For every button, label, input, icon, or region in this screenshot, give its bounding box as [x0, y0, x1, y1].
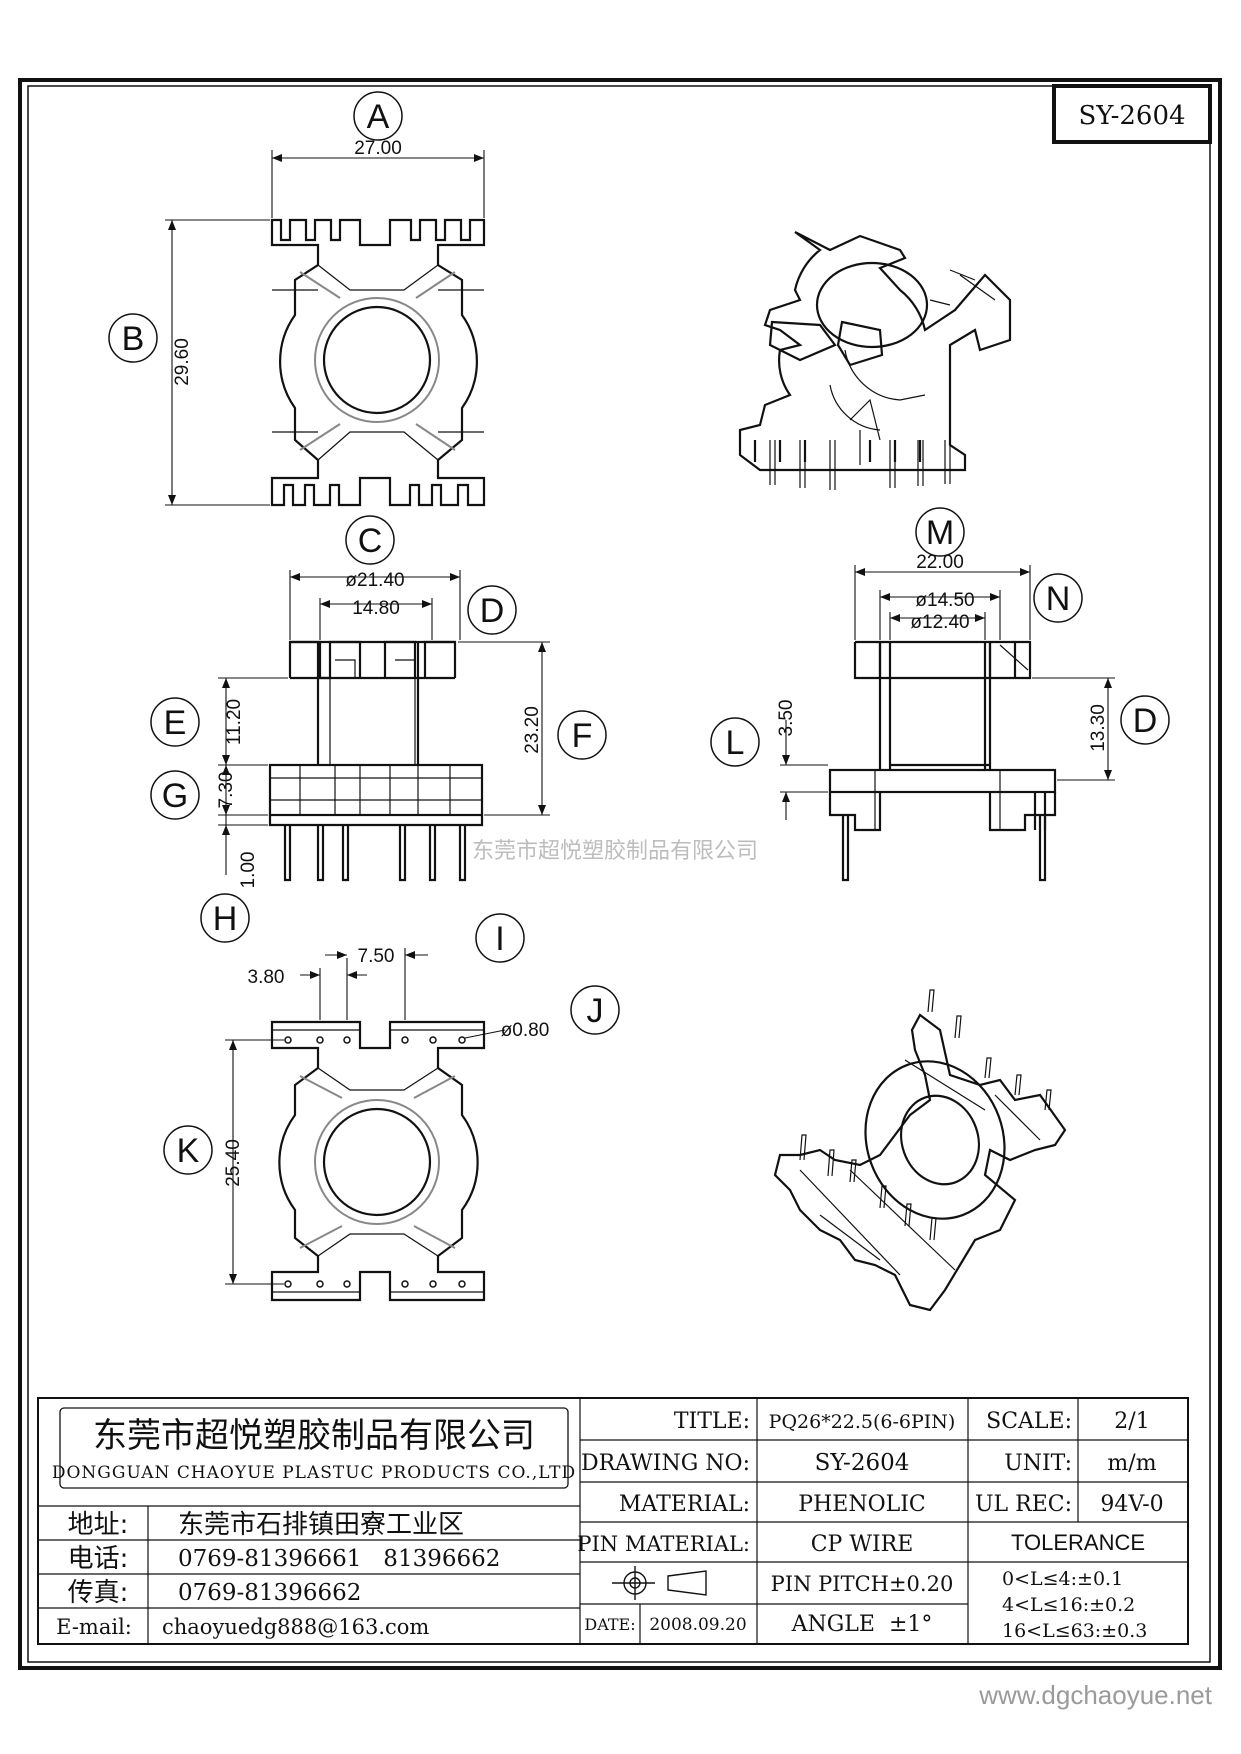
dim-n1-value: ø14.50 [915, 590, 974, 611]
callout-m: M [926, 514, 954, 552]
dim-m-value: 22.00 [916, 552, 964, 573]
drawing-id: SY-2604 [1078, 101, 1185, 131]
dim-a: 27.00 A [271, 91, 485, 218]
title-value: PQ26*22.5(6-6PIN) [769, 1411, 956, 1433]
callout-e: E [164, 704, 187, 742]
ul-label: UL REC: [975, 1492, 1072, 1517]
callout-a: A [367, 98, 390, 136]
callout-g: G [162, 777, 188, 815]
dim-j: ø0.80 J [464, 985, 620, 1041]
dim-o-value: 13.30 [1088, 704, 1109, 752]
scale-value: 2/1 [1114, 1409, 1149, 1434]
dim-g-value: 7.30 [216, 772, 237, 809]
email-label: E-mail: [56, 1615, 132, 1639]
dim-k-value: 25.40 [223, 1139, 244, 1187]
callout-b: B [122, 320, 145, 358]
dim-c-value: ø21.40 [345, 570, 404, 591]
dim-f: 23.20 F [458, 641, 607, 816]
unit-label: UNIT: [1004, 1451, 1072, 1476]
callout-f: F [572, 717, 593, 755]
dim-n2-value: ø12.40 [910, 612, 969, 633]
projection-symbol-icon [612, 1566, 707, 1600]
material-label: MATERIAL: [619, 1492, 750, 1517]
material-value: PHENOLIC [798, 1492, 925, 1517]
phone-label: 电话: [68, 1544, 129, 1574]
dim-m: 22.00 M [854, 507, 1031, 640]
callout-o: D [1133, 702, 1158, 740]
dim-d: 14.80 D [319, 585, 517, 640]
company-name-en: DONGGUAN CHAOYUE PLASTUC PRODUCTS CO.,LT… [52, 1463, 576, 1483]
pin-material-label: PIN MATERIAL: [577, 1532, 750, 1556]
scale-label: SCALE: [986, 1409, 1072, 1434]
date-value: 2008.09.20 [649, 1615, 746, 1635]
isometric-view-bottom [773, 989, 1067, 1312]
dim-c: ø21.40 C [289, 515, 461, 640]
outer-frame [18, 78, 1222, 1670]
address-label: 地址: [68, 1510, 129, 1540]
dim-i-right-value: 7.50 [358, 946, 395, 967]
dim-j-value: ø0.80 [501, 1020, 550, 1041]
email-value: chaoyuedg888@163.com [162, 1615, 429, 1639]
dim-e-value: 11.20 [224, 699, 245, 745]
watermark: 东莞市超悦塑胶制品有限公司 [472, 838, 758, 863]
dim-a-value: 27.00 [354, 138, 402, 159]
dim-l: 3.50 L [710, 700, 828, 820]
dim-h: 1.00 H [200, 815, 268, 943]
fax-value: 0769-81396662 [178, 1580, 361, 1606]
dim-g: 7.30 G [150, 765, 268, 820]
drawing-no-label: DRAWING NO: [581, 1451, 750, 1476]
callout-n: N [1046, 580, 1071, 618]
inner-frame [27, 85, 1211, 1663]
isometric-view-top [738, 231, 1012, 490]
angle: ANGLE ±1° [791, 1612, 933, 1637]
dim-o: 13.30 D [1032, 677, 1170, 781]
title-label: TITLE: [674, 1409, 750, 1434]
dim-i-left-value: 3.80 [248, 967, 285, 988]
callout-d: D [480, 592, 505, 630]
bottom-view [270, 1020, 486, 1302]
title-block: 东莞市超悦塑胶制品有限公司 DONGGUAN CHAOYUE PLASTUC P… [37, 1397, 1189, 1645]
date-label: DATE: [584, 1615, 635, 1634]
drawing-no-value: SY-2604 [815, 1450, 910, 1476]
pin-material-value: CP WIRE [811, 1532, 914, 1557]
dim-b: 29.60 B [108, 219, 270, 506]
dim-e: 11.20 E [150, 677, 288, 766]
address-value: 东莞市石排镇田寮工业区 [178, 1510, 464, 1540]
drawing-id-box [1052, 84, 1212, 144]
phone-value: 0769-81396661 81396662 [178, 1546, 500, 1572]
dim-n: ø14.50 ø12.40 N [879, 573, 1083, 640]
tolerance-3: 16<L≤63:±0.3 [1002, 1620, 1147, 1642]
right-side-view [828, 640, 1057, 882]
fax-label: 传真: [68, 1578, 129, 1608]
company-name-cn: 东莞市超悦塑胶制品有限公司 [93, 1416, 535, 1456]
dim-l-value: 3.50 [776, 700, 797, 737]
dim-d-value: 14.80 [352, 598, 400, 619]
dim-i: 3.80 7.50 I [248, 913, 525, 1020]
dim-k: 25.40 K [163, 1039, 284, 1285]
tolerance-2: 4<L≤16:±0.2 [1002, 1594, 1135, 1616]
callout-l: L [726, 724, 745, 762]
tolerance-label: TOLERANCE [1011, 1530, 1145, 1555]
unit-value: m/m [1107, 1451, 1156, 1476]
callout-h: H [213, 900, 238, 938]
side-view [268, 640, 484, 882]
tolerance-1: 0<L≤4:±0.1 [1002, 1568, 1123, 1590]
dim-h-value: 1.00 [238, 852, 259, 889]
pin-pitch: PIN PITCH±0.20 [771, 1572, 954, 1596]
top-view [270, 218, 486, 507]
dim-b-value: 29.60 [172, 338, 193, 386]
website-url: www.dgchaoyue.net [978, 1680, 1212, 1710]
callout-c: C [358, 522, 383, 560]
dim-f-value: 23.20 [522, 706, 543, 754]
callout-j: J [587, 992, 604, 1030]
ul-value: 94V-0 [1100, 1492, 1163, 1517]
callout-k: K [177, 1132, 200, 1170]
callout-i: I [495, 920, 504, 958]
